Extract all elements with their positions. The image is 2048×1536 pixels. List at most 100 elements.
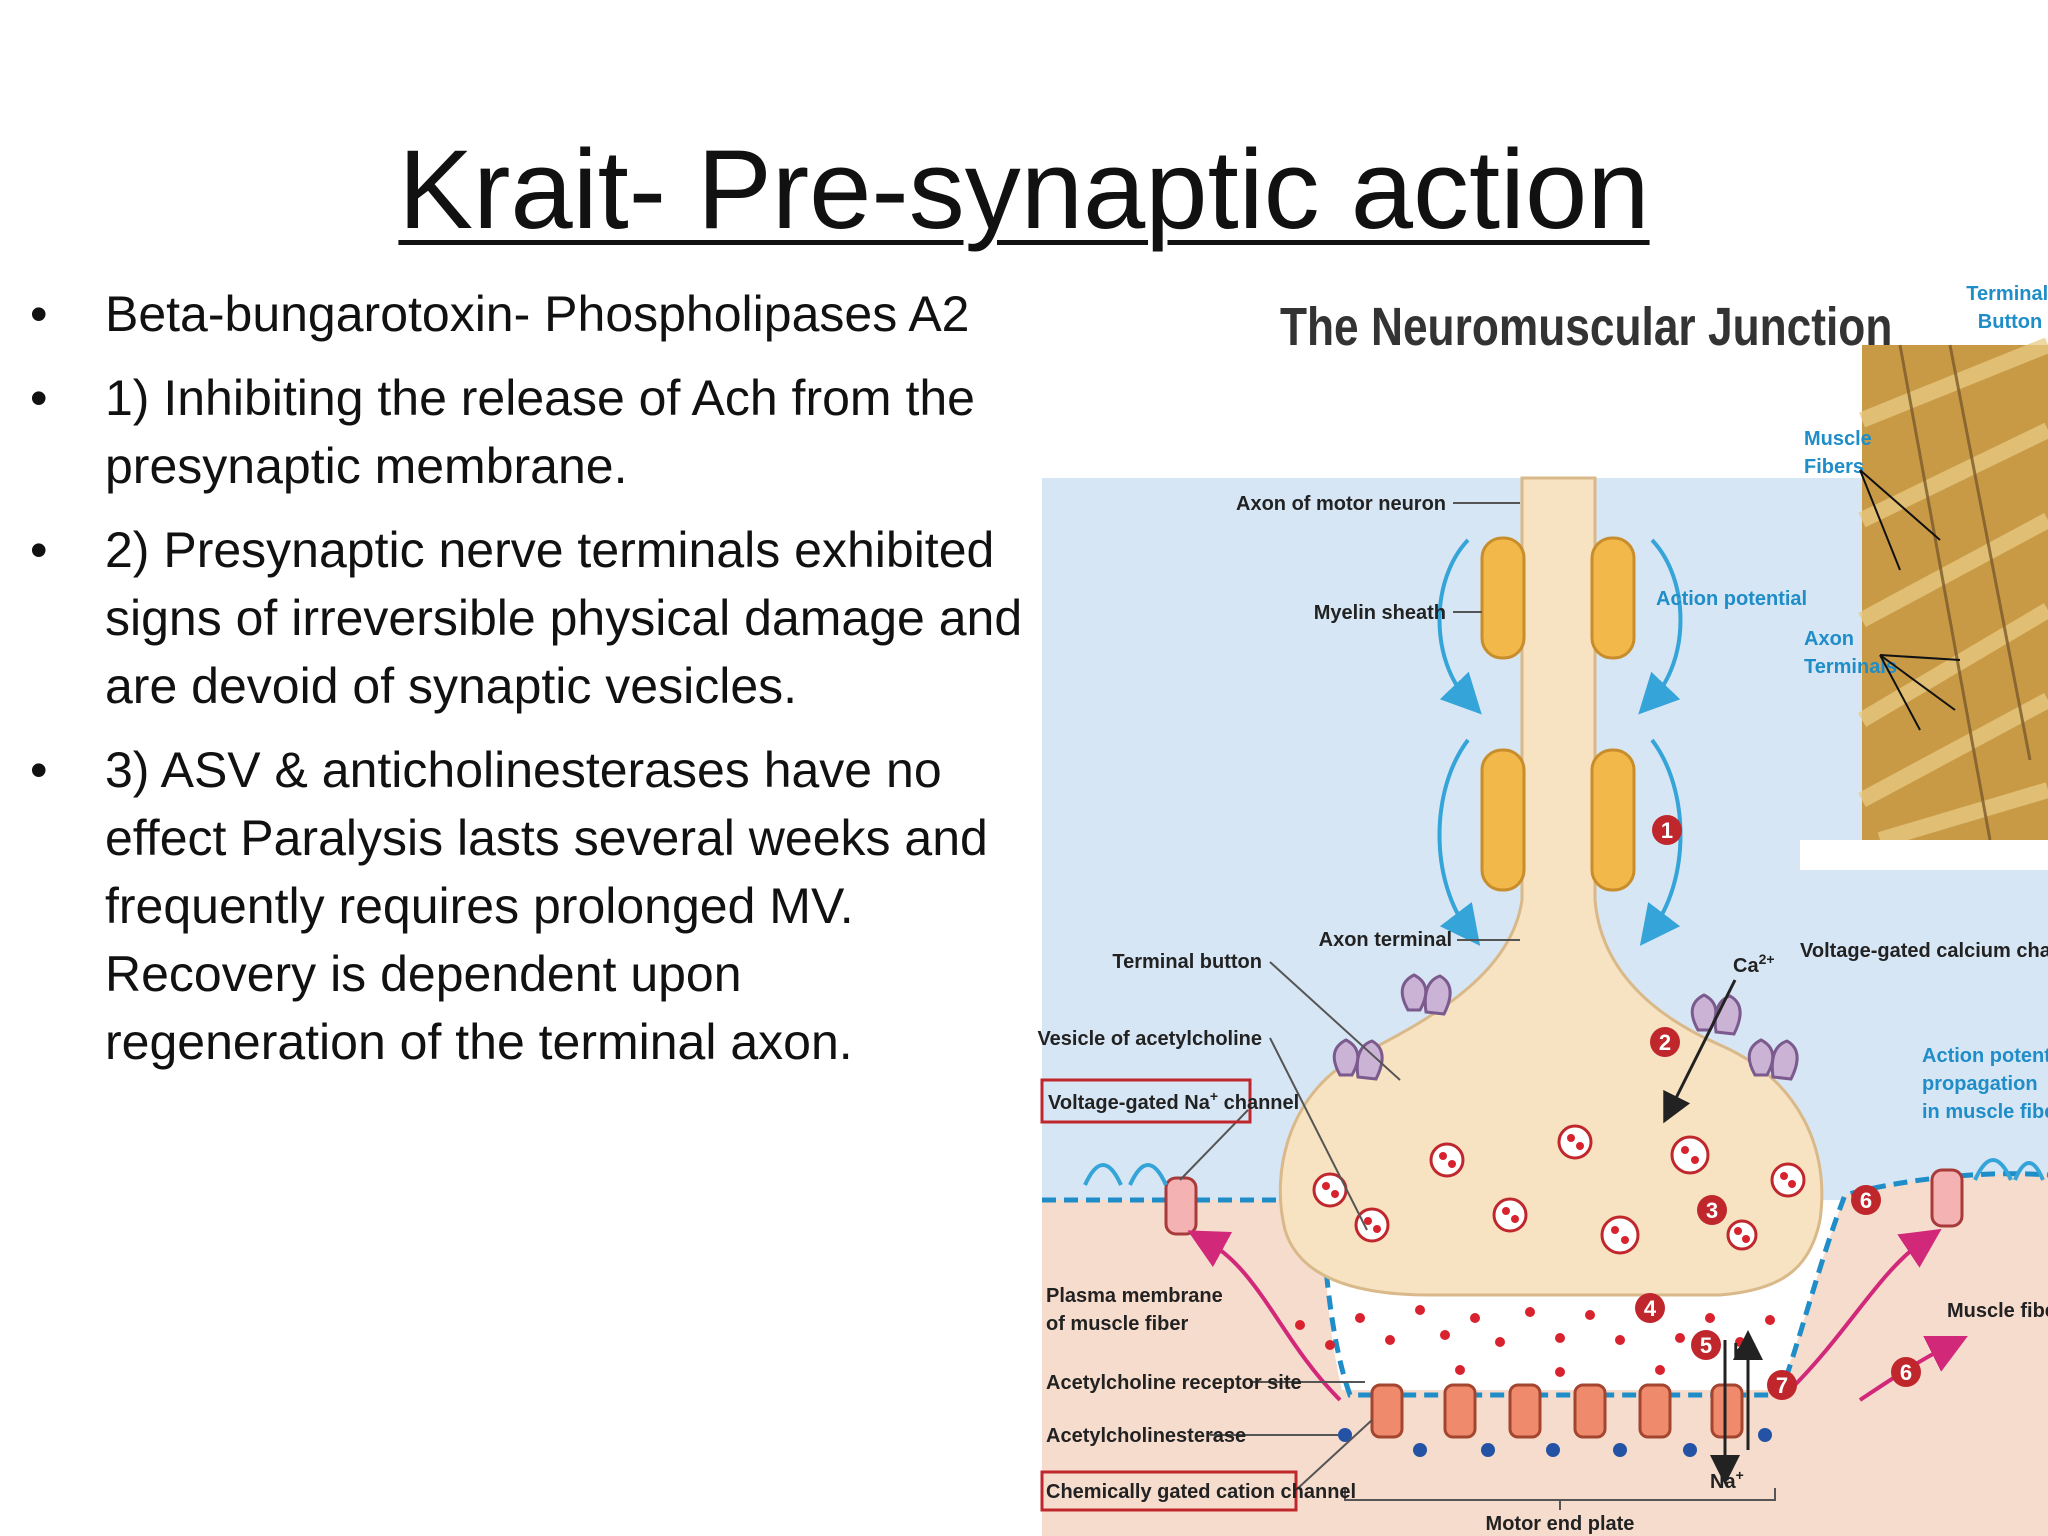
- label-action-potential: Action potential: [1656, 588, 1807, 610]
- label-terminal-button: Terminal button: [1112, 951, 1262, 973]
- label-myelin-sheath: Myelin sheath: [1314, 602, 1446, 624]
- bullet-item: • 2) Presynaptic nerve terminals exhibite…: [30, 516, 1030, 720]
- sodium-channel-icon: [1164, 1176, 1198, 1236]
- label-axon-motor-neuron: Axon of motor neuron: [1236, 493, 1446, 515]
- calcium-channel-icon: [1332, 1038, 1384, 1081]
- step-badge-label: 1: [1661, 818, 1673, 843]
- step-badge: [1891, 1357, 1921, 1387]
- bullet-icon: •: [30, 286, 48, 342]
- step-badge-label: 7: [1776, 1373, 1788, 1398]
- label-muscle-fiber: Muscle fiber: [1947, 1300, 2048, 1322]
- bullet-item: • 1) Inhibiting the release of Ach from t…: [30, 364, 1030, 500]
- micrograph-right-fill: [1800, 840, 2048, 870]
- label-potassium: K+: [1733, 1336, 1756, 1362]
- slide-title: Krait- Pre-synaptic action: [398, 127, 1650, 252]
- step-badge-label: 6: [1860, 1188, 1872, 1213]
- step-badge: [1697, 1195, 1727, 1225]
- step-badge: [1635, 1293, 1665, 1323]
- vesicle: [1726, 1219, 1758, 1251]
- bullet-text: 3) ASV & anticholinesterases have no eff…: [105, 742, 988, 1070]
- chemically-gated-channel: [1638, 1383, 1672, 1439]
- chemically-gated-channel: [1370, 1383, 1404, 1439]
- label-acetylcholine-receptor: Acetylcholine receptor site: [1046, 1372, 1302, 1394]
- vesicle: [1557, 1124, 1593, 1160]
- vesicle: [1670, 1135, 1710, 1175]
- bullet-text: Beta-bungarotoxin- Phospholipases A2: [105, 286, 970, 342]
- bullet-text: 1) Inhibiting the release of Ach from th…: [105, 370, 975, 494]
- label-sodium: Na+: [1710, 1467, 1744, 1493]
- step-badge-label: 3: [1706, 1198, 1718, 1223]
- bullet-icon: •: [30, 370, 48, 426]
- label-voltage-gated-na-channel: Voltage-gated Na+ channel: [1040, 1078, 1299, 1124]
- action-potential-arrow: [1638, 538, 1683, 715]
- step-badge: [1652, 815, 1682, 845]
- bullet-item: • Beta-bungarotoxin- Phospholipases A2: [30, 280, 1030, 348]
- label-axon-terminal: Axon terminal: [1319, 929, 1452, 951]
- label-ap-muscle: Action potential propagation in muscle f…: [1922, 1045, 2048, 1123]
- label-vesicle-acetylcholine: Vesicle of acetylcholine: [1037, 1028, 1262, 1050]
- vesicle-content-dots: [1322, 1134, 1796, 1244]
- muscle-action-potential-arrow: [1083, 1163, 1168, 1186]
- sodium-channel-icon: [1930, 1168, 1964, 1228]
- label-motor-end-plate: Motor end plate: [1486, 1513, 1635, 1535]
- current-flow-arrow: [1187, 1230, 1342, 1402]
- inset-label-muscle-fibers: Muscle Fibers: [1804, 428, 1877, 478]
- acetylcholine-molecules: [1295, 1305, 1775, 1377]
- chemically-gated-channel: [1573, 1383, 1607, 1439]
- calcium-influx-arrow: [1663, 979, 1737, 1124]
- micrograph-fiber: [1857, 337, 2048, 848]
- inset-label-terminal-button: Terminal Button: [1966, 283, 2048, 333]
- step-badge: [1650, 1027, 1680, 1057]
- step-badge: [1767, 1370, 1797, 1400]
- bullet-list: • Beta-bungarotoxin- Phospholipases A2 • 1…: [30, 280, 1030, 1092]
- svg-text:Voltage-gated Na+ channel: Voltage-gated Na+ channel: [1048, 1088, 1299, 1114]
- chemically-gated-channel: [1710, 1383, 1744, 1439]
- plasma-membrane-line: [1042, 1171, 2048, 1398]
- bullet-text: 2) Presynaptic nerve terminals exhibited…: [105, 522, 1023, 714]
- svg-text:Chemically gated cation channe: Chemically gated cation channel: [1046, 1481, 1356, 1503]
- step-badge-label: 4: [1644, 1296, 1657, 1321]
- bullet-item: • 3) ASV & anticholinesterases have no ef…: [30, 736, 1030, 1076]
- vesicle: [1354, 1207, 1390, 1243]
- step-badge: [1691, 1330, 1721, 1360]
- muscle-fiber-region: [1042, 1173, 2048, 1536]
- label-calcium: Ca2+: [1733, 951, 1775, 977]
- bullet-icon: •: [30, 522, 48, 578]
- myelin-sheath-segment: [1480, 536, 1526, 660]
- micrograph-fiber: [1898, 344, 2032, 841]
- action-potential-arrow: [1437, 738, 1481, 946]
- myelin-sheath-segment: [1590, 536, 1636, 660]
- step-badges: 1 2 3 4 5 6 7 6: [1635, 815, 1921, 1400]
- vesicle: [1429, 1142, 1465, 1178]
- label-voltage-gated-calcium-channel: Voltage-gated calcium channel: [1800, 940, 2048, 962]
- label-plasma-membrane: Plasma membrane of muscle fiber: [1046, 1285, 1228, 1335]
- current-flow-arrow: [1788, 1228, 1942, 1392]
- chemically-gated-channel: [1443, 1383, 1477, 1439]
- micrograph-inset: Terminal Button Muscle Fibers Axon Termi…: [1800, 283, 2048, 870]
- myelin-sheath-segment: [1590, 748, 1636, 892]
- label-chemically-gated-channel: Chemically gated cation channel: [1040, 1470, 1356, 1512]
- step-badge-label: 6: [1900, 1360, 1912, 1385]
- vesicle: [1492, 1197, 1528, 1233]
- vesicle-group: [1312, 1124, 1806, 1255]
- inset-label-axon-terminals: Axon Terminals: [1804, 628, 1897, 678]
- acetylcholinesterase-dots: [1338, 1428, 1772, 1457]
- leader-lines: [1179, 502, 1776, 1510]
- label-acetylcholinesterase: Acetylcholinesterase: [1046, 1425, 1246, 1447]
- muscle-action-potential-arrow: [1973, 1158, 2045, 1181]
- diagram-title: The Neuromuscular Junction: [1280, 297, 1892, 357]
- step-badge: [1851, 1185, 1881, 1215]
- cation-channel-row: [1370, 1383, 1744, 1439]
- micrograph-image: [1862, 345, 2048, 840]
- vesicle: [1770, 1162, 1806, 1198]
- calcium-channel-icon: [1400, 973, 1452, 1016]
- step-badge-label: 5: [1700, 1333, 1712, 1358]
- step-badge-label: 2: [1659, 1030, 1671, 1055]
- vesicle: [1600, 1215, 1640, 1255]
- bullet-icon: •: [30, 742, 48, 798]
- myelin-sheath-segment: [1480, 748, 1526, 892]
- calcium-channel-icon: [1747, 1038, 1799, 1081]
- chemically-gated-channel: [1508, 1383, 1542, 1439]
- action-potential-arrow: [1437, 538, 1482, 715]
